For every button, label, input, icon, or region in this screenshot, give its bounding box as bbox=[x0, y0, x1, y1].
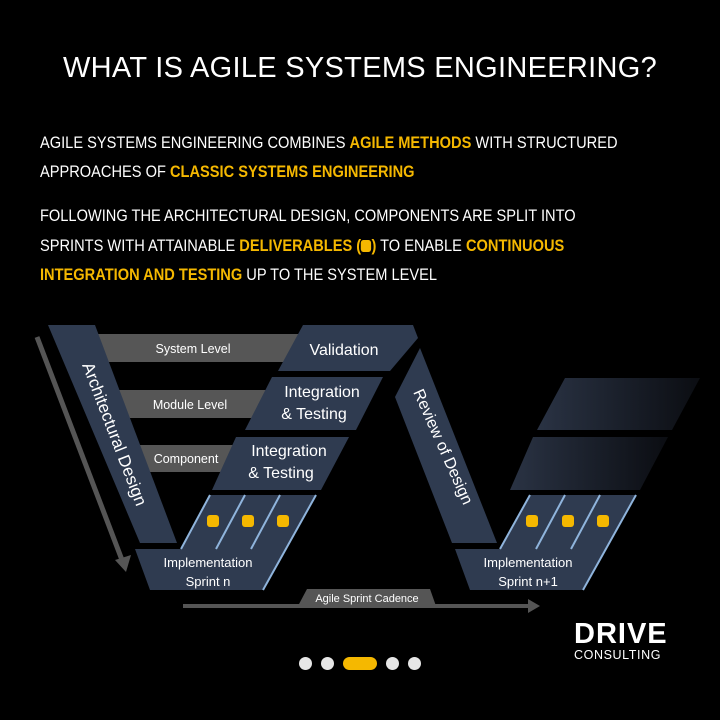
module-level-bar bbox=[118, 390, 270, 418]
architectural-design-band bbox=[48, 325, 177, 543]
intro-line-1: AGILE SYSTEMS ENGINEERING COMBINES AGILE… bbox=[40, 133, 618, 153]
package-icon bbox=[562, 515, 574, 527]
text: FOLLOWING THE ARCHITECTURAL DESIGN, COMP… bbox=[40, 206, 576, 225]
page-dot-3-active[interactable] bbox=[343, 657, 377, 670]
text: TO ENABLE bbox=[376, 236, 466, 255]
text: Integration bbox=[251, 443, 327, 460]
text: SPRINTS WITH ATTAINABLE bbox=[40, 236, 240, 255]
text: Implementation bbox=[164, 555, 253, 570]
body-line-2: SPRINTS WITH ATTAINABLE DELIVERABLES () … bbox=[40, 236, 564, 256]
body-line-3: INTEGRATION AND TESTING UP TO THE SYSTEM… bbox=[40, 265, 437, 285]
text: Integration bbox=[284, 384, 360, 401]
page-title: WHAT IS AGILE SYSTEMS ENGINEERING? bbox=[62, 52, 658, 84]
page-dot-4[interactable] bbox=[386, 657, 399, 670]
text: Implementation bbox=[484, 555, 573, 570]
review-of-design-band bbox=[395, 348, 497, 543]
future-box bbox=[510, 437, 668, 490]
sprint-cadence-label: Agile Sprint Cadence bbox=[315, 593, 418, 605]
logo-sub: CONSULTING bbox=[574, 648, 662, 662]
highlight: CLASSIC SYSTEMS ENGINEERING bbox=[169, 162, 415, 181]
carousel-pagination bbox=[0, 657, 720, 670]
highlight: DELIVERABLES ( bbox=[239, 236, 362, 255]
design-direction-arrow bbox=[34, 336, 131, 572]
level-label-system: System Level bbox=[155, 342, 230, 356]
package-icon bbox=[597, 515, 609, 527]
package-icon bbox=[242, 515, 254, 527]
body-line-1: FOLLOWING THE ARCHITECTURAL DESIGN, COMP… bbox=[40, 206, 576, 226]
integration-testing-box-module bbox=[245, 377, 383, 430]
system-level-bar bbox=[95, 334, 305, 362]
package-icon bbox=[207, 515, 219, 527]
future-box bbox=[537, 378, 700, 430]
sprint-n1-stripes bbox=[499, 494, 637, 591]
text: WITH STRUCTURED bbox=[471, 133, 618, 152]
sprint-n-stripes bbox=[180, 494, 317, 591]
intro-line-2: APPROACHES OF CLASSIC SYSTEMS ENGINEERIN… bbox=[40, 162, 415, 182]
sprint-cadence-arrow bbox=[183, 589, 540, 613]
highlight: INTEGRATION AND TESTING bbox=[40, 265, 243, 284]
drive-consulting-logo: DRIVE CONSULTING bbox=[574, 618, 668, 663]
integration-testing-box-component bbox=[212, 437, 349, 490]
page-dot-2[interactable] bbox=[321, 657, 334, 670]
page-dot-1[interactable] bbox=[299, 657, 312, 670]
integration-label-component: Integration & Testing bbox=[248, 443, 327, 482]
text: Sprint n bbox=[186, 574, 231, 589]
text: & Testing bbox=[281, 406, 347, 423]
level-label-module: Module Level bbox=[153, 398, 227, 412]
component-level-bar bbox=[138, 445, 238, 472]
package-icon bbox=[361, 240, 372, 252]
validation-box bbox=[278, 325, 418, 371]
highlight: CONTINUOUS bbox=[465, 236, 565, 255]
validation-label: Validation bbox=[309, 342, 378, 359]
sprint-n1-box bbox=[455, 495, 636, 590]
text: UP TO THE SYSTEM LEVEL bbox=[242, 265, 437, 284]
page-dot-5[interactable] bbox=[408, 657, 421, 670]
text: APPROACHES OF bbox=[40, 162, 170, 181]
highlight: ) bbox=[371, 236, 377, 255]
integration-label-module: Integration & Testing bbox=[281, 384, 360, 423]
highlight: AGILE METHODS bbox=[349, 133, 472, 152]
logo-name: DRIVE bbox=[574, 618, 668, 650]
text: AGILE SYSTEMS ENGINEERING COMBINES bbox=[40, 133, 350, 152]
package-icon bbox=[526, 515, 538, 527]
sprint-n-box bbox=[135, 495, 316, 590]
level-label-component: Component bbox=[154, 452, 219, 466]
text: Sprint n+1 bbox=[498, 574, 558, 589]
text: & Testing bbox=[248, 465, 314, 482]
package-icon bbox=[277, 515, 289, 527]
